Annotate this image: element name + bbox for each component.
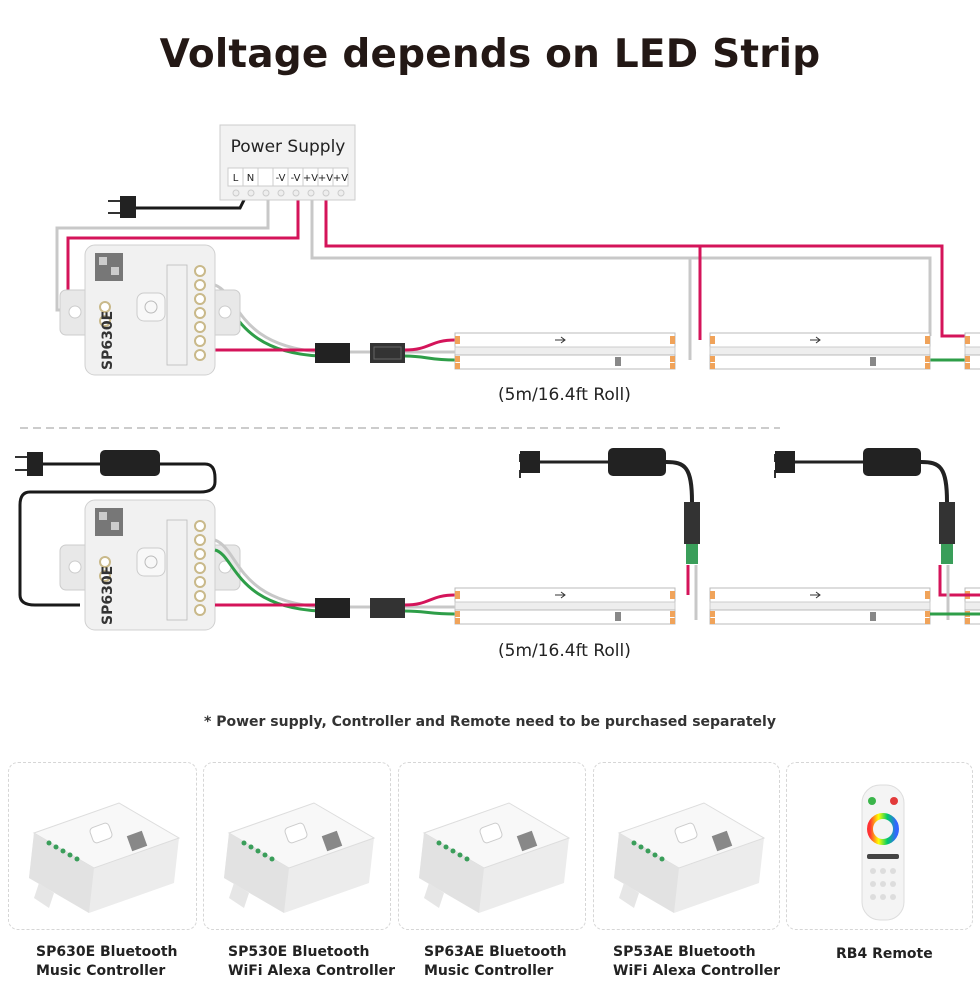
terminal-label: +V (333, 173, 348, 184)
product-name-line2: Music Controller (36, 963, 166, 979)
led-strip-2c (964, 587, 980, 625)
product-name-line1: SP630E Bluetooth (36, 944, 178, 960)
terminal-label: N (247, 173, 254, 184)
led-strip-1a (454, 332, 676, 370)
power-supply-label: Power Supply (231, 137, 346, 157)
terminal-label: +V (303, 173, 318, 184)
plug-icon (108, 196, 136, 218)
controller-2-model: SP630E (100, 566, 116, 625)
product-name-line1: SP63AE Bluetooth (424, 944, 567, 960)
connector-male (315, 343, 350, 363)
terminal-label: -V (276, 173, 286, 184)
connector-female (370, 343, 405, 363)
product-card (8, 762, 197, 930)
terminal-label: -V (291, 173, 301, 184)
terminal-label: +V (318, 173, 333, 184)
roll-length-label-2: (5m/16.4ft Roll) (498, 641, 631, 661)
controller-2 (59, 499, 241, 631)
product-name-line2: Music Controller (424, 963, 554, 979)
power-cord-2 (18, 462, 217, 607)
led-strip-2a (454, 587, 676, 625)
remote-image (861, 784, 905, 921)
controller-image (614, 802, 766, 913)
power-adapter-3 (773, 446, 957, 566)
product-name-line2: WiFi Alexa Controller (613, 963, 781, 979)
product-card-remote (786, 762, 973, 930)
product-card (398, 762, 586, 930)
power-adapter-2 (518, 446, 702, 566)
led-strip-1b (709, 332, 931, 370)
page-title: Voltage depends on LED Strip (159, 32, 821, 77)
controller-1 (59, 244, 241, 376)
product-name-line1: RB4 Remote (836, 946, 933, 962)
product-card (203, 762, 391, 930)
product-caption: RB4 Remote (836, 945, 933, 964)
controller-image (224, 802, 376, 913)
purchase-note: * Power supply, Controller and Remote ne… (204, 714, 776, 730)
led-strip-2b (709, 587, 931, 625)
terminal-label: L (233, 173, 239, 184)
led-strip-1c (964, 332, 980, 370)
controller-image (419, 802, 571, 913)
product-name-line1: SP53AE Bluetooth (613, 944, 756, 960)
controller-1-model: SP630E (100, 311, 116, 370)
product-name-line1: SP530E Bluetooth (228, 944, 370, 960)
power-adapter-1 (100, 450, 160, 476)
plug-icon (15, 452, 43, 476)
product-name-line2: WiFi Alexa Controller (228, 963, 396, 979)
terminal (257, 167, 274, 187)
terminal (332, 167, 349, 187)
product-card (593, 762, 780, 930)
roll-length-label-1: (5m/16.4ft Roll) (498, 385, 631, 405)
controller-image (29, 802, 181, 913)
